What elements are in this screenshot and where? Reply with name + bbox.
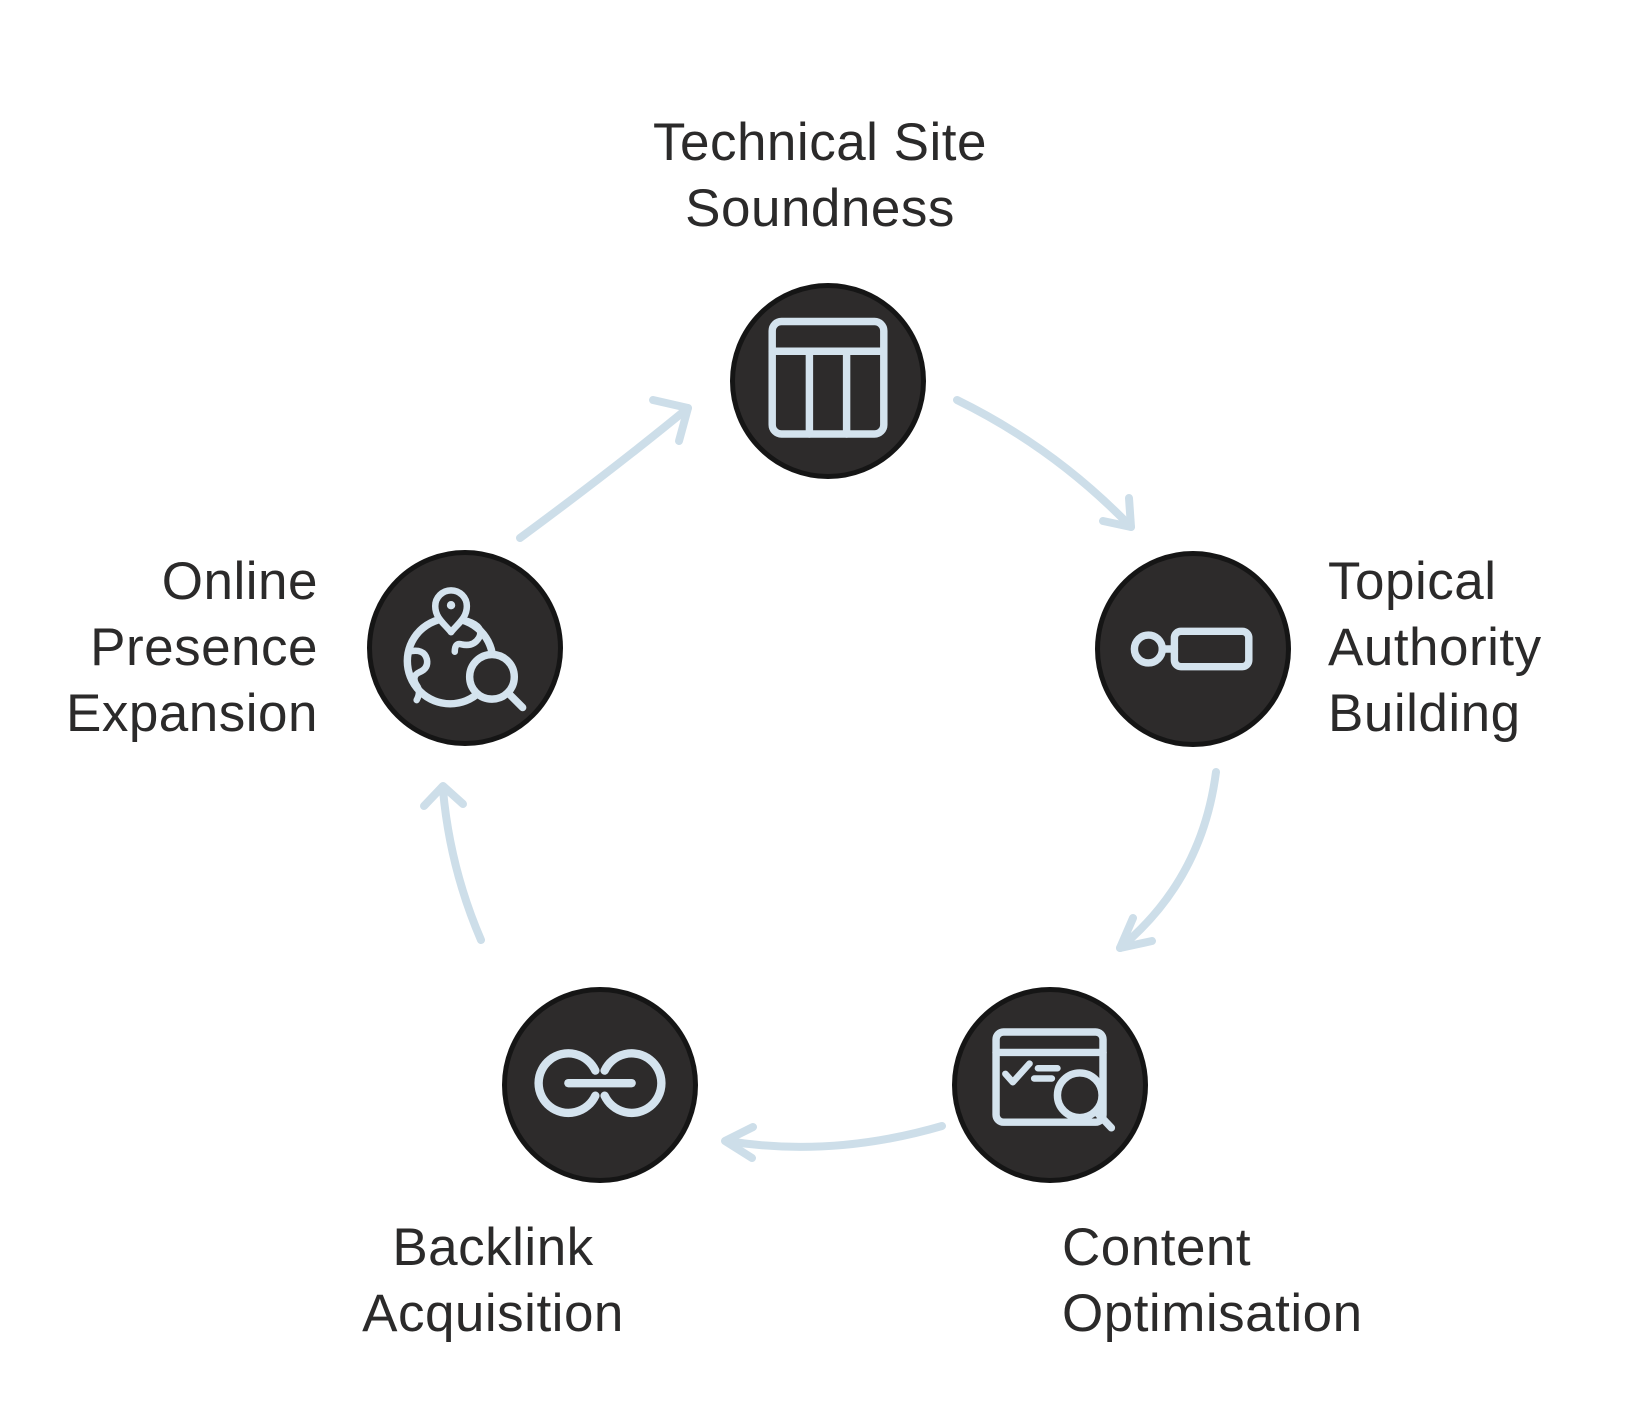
label-online-presence-expansion: Online Presence Expansion	[18, 549, 318, 747]
label-line: Backlink	[392, 1218, 594, 1277]
label-line: Technical Site	[652, 113, 987, 172]
node-content-optimisation	[952, 987, 1148, 1183]
table-layout-icon	[768, 317, 888, 438]
label-line: Online	[161, 552, 318, 611]
node-topical-authority-building	[1095, 551, 1291, 747]
label-line: Acquisition	[362, 1284, 624, 1343]
label-line: Optimisation	[1062, 1284, 1363, 1343]
node-technical-site-soundness	[730, 283, 926, 479]
label-backlink-acquisition: Backlink Acquisition	[243, 1215, 743, 1347]
globe-pin-search-icon	[403, 587, 527, 712]
arrow-online-to-technical	[516, 396, 692, 542]
arrow-backlink-to-online	[420, 782, 485, 944]
label-content-optimisation: Content Optimisation	[1062, 1215, 1482, 1347]
label-line: Building	[1328, 684, 1521, 743]
node-link-icon	[1130, 627, 1253, 671]
label-line: Topical	[1328, 552, 1497, 611]
label-topical-authority-building: Topical Authority Building	[1328, 549, 1628, 747]
label-line: Expansion	[65, 684, 318, 743]
node-online-presence-expansion	[367, 550, 563, 746]
browser-check-search-icon	[992, 1028, 1116, 1132]
arrow-content-to-backlink	[721, 1122, 946, 1162]
label-line: Content	[1062, 1218, 1252, 1277]
arrow-technical-to-topical	[953, 396, 1135, 531]
chain-link-icon	[534, 1049, 666, 1118]
label-line: Soundness	[685, 179, 955, 238]
arrow-topical-to-content	[1116, 768, 1220, 952]
label-technical-site-soundness: Technical Site Soundness	[520, 110, 1120, 242]
node-backlink-acquisition	[502, 987, 698, 1183]
label-line: Presence	[90, 618, 318, 677]
label-line: Authority	[1328, 618, 1542, 677]
